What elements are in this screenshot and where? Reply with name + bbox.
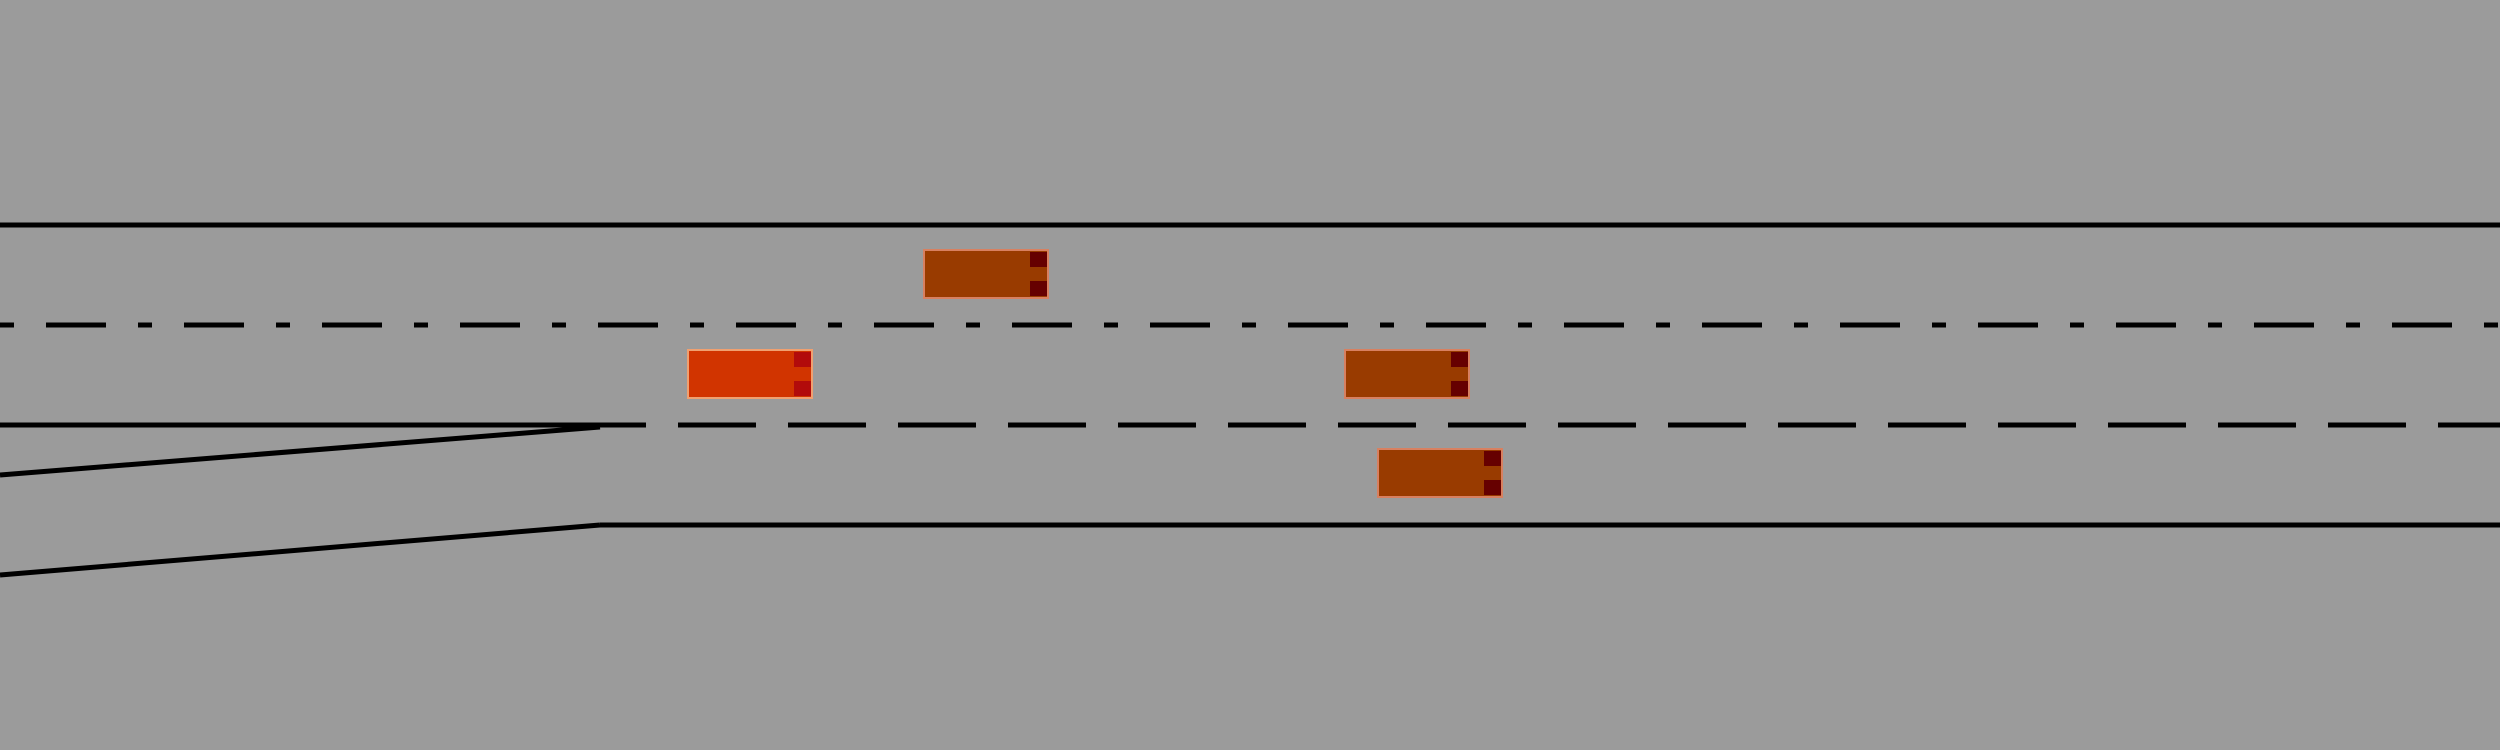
vehicle-headlight-bottom — [1484, 480, 1501, 495]
vehicle-headlight-top — [1451, 352, 1468, 367]
vehicle-body — [1377, 448, 1503, 498]
vehicle-headlight-top — [1484, 451, 1501, 466]
ego-vehicle-body — [687, 349, 813, 399]
ego-vehicle-headlight-bottom — [794, 381, 811, 396]
on-ramp-upper-edge — [0, 424, 601, 478]
other-vehicle — [1377, 448, 1503, 498]
other-vehicle — [923, 249, 1049, 299]
on-ramp-lower-edge — [0, 522, 601, 578]
other-vehicle — [1344, 349, 1470, 399]
vehicle-body — [923, 249, 1049, 299]
vehicle-headlight-bottom — [1030, 281, 1047, 296]
vehicle-body — [1344, 349, 1470, 399]
ego-vehicle — [687, 349, 813, 399]
vehicle-headlight-top — [1030, 252, 1047, 267]
ego-vehicle-headlight-top — [794, 352, 811, 367]
vehicle-headlight-bottom — [1451, 381, 1468, 396]
